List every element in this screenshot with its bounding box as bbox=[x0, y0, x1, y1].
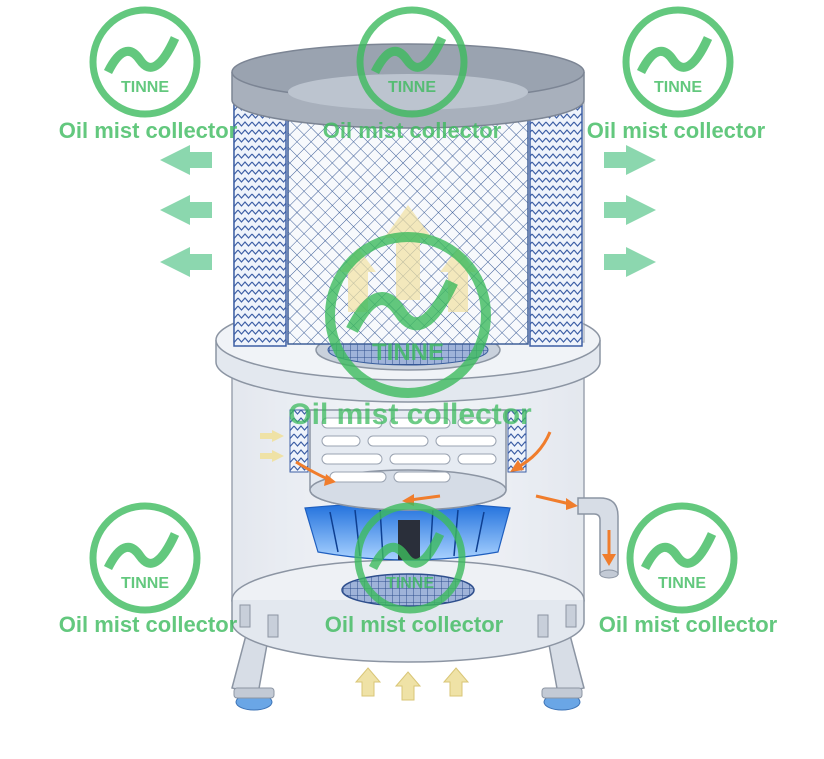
exhaust-arrow-icon bbox=[160, 145, 212, 175]
brand-logo-icon: TINNE bbox=[626, 502, 738, 614]
intake-arrow-icon bbox=[354, 667, 382, 697]
svg-text:TINNE: TINNE bbox=[654, 79, 702, 96]
oil-flow-arrow-icon bbox=[409, 494, 441, 502]
top-lid bbox=[231, 43, 585, 129]
svg-text:TINNE: TINNE bbox=[121, 575, 169, 592]
svg-text:TINNE: TINNE bbox=[386, 575, 434, 592]
fan-icon bbox=[304, 502, 511, 561]
brand-logo-icon: TINNE bbox=[354, 502, 466, 614]
watermark-caption: Oil mist collector bbox=[322, 118, 502, 143]
brand-logo-icon: TINNE bbox=[89, 6, 201, 118]
watermark-caption: Oil mist collector bbox=[58, 118, 238, 143]
intake-arrows bbox=[354, 667, 470, 701]
oil-flow-arrow-icon bbox=[535, 494, 571, 506]
side-intake-arrows bbox=[260, 430, 284, 462]
svg-text:TINNE: TINNE bbox=[388, 79, 436, 96]
inner-filter-drum bbox=[289, 409, 527, 511]
exhaust-arrows bbox=[160, 145, 656, 277]
exhaust-arrow-icon bbox=[604, 145, 656, 175]
svg-text:TINNE: TINNE bbox=[121, 79, 169, 96]
intake-arrow-icon bbox=[442, 667, 470, 697]
watermark-caption: Oil mist collector bbox=[288, 398, 532, 431]
watermark-logos: TINNE TINNE TINNE TINNE TINNE TINNE bbox=[89, 6, 738, 614]
intake-arrow-icon bbox=[394, 671, 422, 701]
exhaust-arrow-icon bbox=[604, 247, 656, 277]
brand-logo-icon: TINNE bbox=[89, 502, 201, 614]
svg-text:TINNE: TINNE bbox=[372, 339, 444, 366]
brand-logo-icon: TINNE bbox=[325, 232, 491, 398]
watermark-caption: Oil mist collector bbox=[58, 612, 238, 637]
watermark-caption: Oil mist collector bbox=[324, 612, 504, 637]
watermark-caption: Oil mist collector bbox=[598, 612, 778, 637]
exhaust-arrow-icon bbox=[160, 247, 212, 277]
watermark-caption: Oil mist collector bbox=[586, 118, 766, 143]
support-legs bbox=[231, 618, 585, 711]
brand-logo-icon: TINNE bbox=[356, 6, 468, 118]
exhaust-arrow-icon bbox=[160, 195, 212, 225]
brand-logo-icon: TINNE bbox=[622, 6, 734, 118]
exhaust-arrow-icon bbox=[604, 195, 656, 225]
svg-text:TINNE: TINNE bbox=[658, 575, 706, 592]
